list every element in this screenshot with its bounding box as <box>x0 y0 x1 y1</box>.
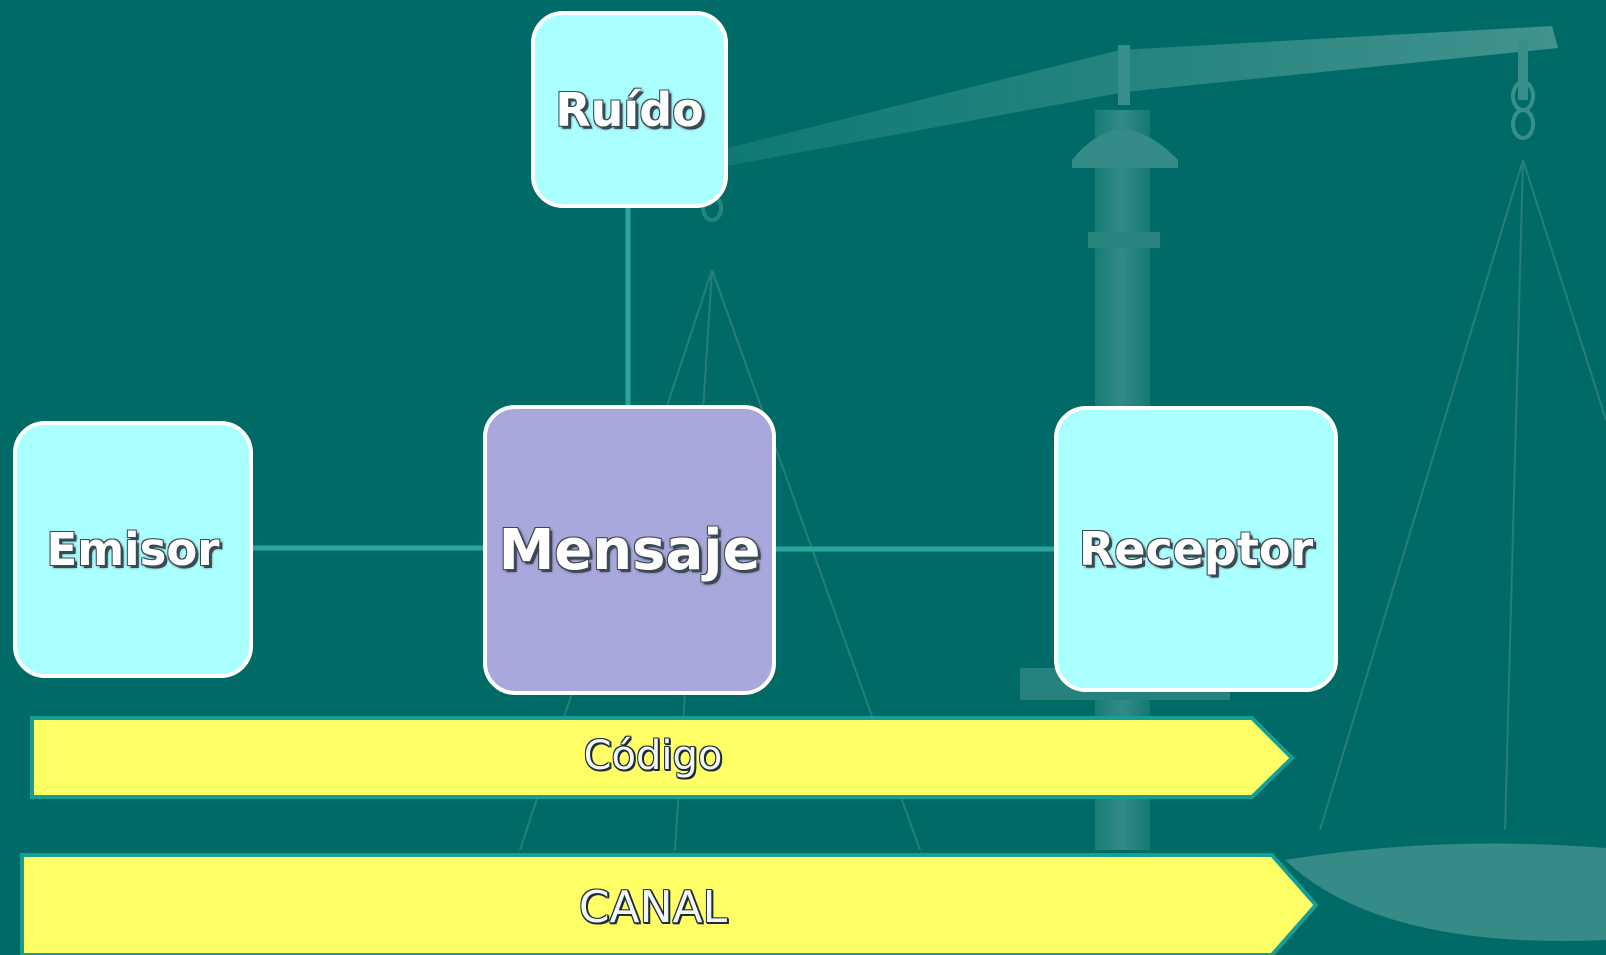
receiver-box: Receptor <box>1054 406 1338 692</box>
sender-box: Emisor <box>13 421 253 678</box>
channel-label: CANAL <box>578 882 728 933</box>
message-label: Mensaje <box>498 517 761 583</box>
noise-box: Ruído <box>531 11 728 208</box>
channel-arrow <box>20 853 1319 955</box>
connectors <box>250 206 1058 552</box>
code-label: Código <box>583 733 723 779</box>
noise-label: Ruído <box>555 82 704 137</box>
sender-label: Emisor <box>46 523 220 576</box>
message-box: Mensaje <box>483 405 776 695</box>
receiver-label: Receptor <box>1078 522 1314 576</box>
code-arrow <box>30 716 1295 799</box>
